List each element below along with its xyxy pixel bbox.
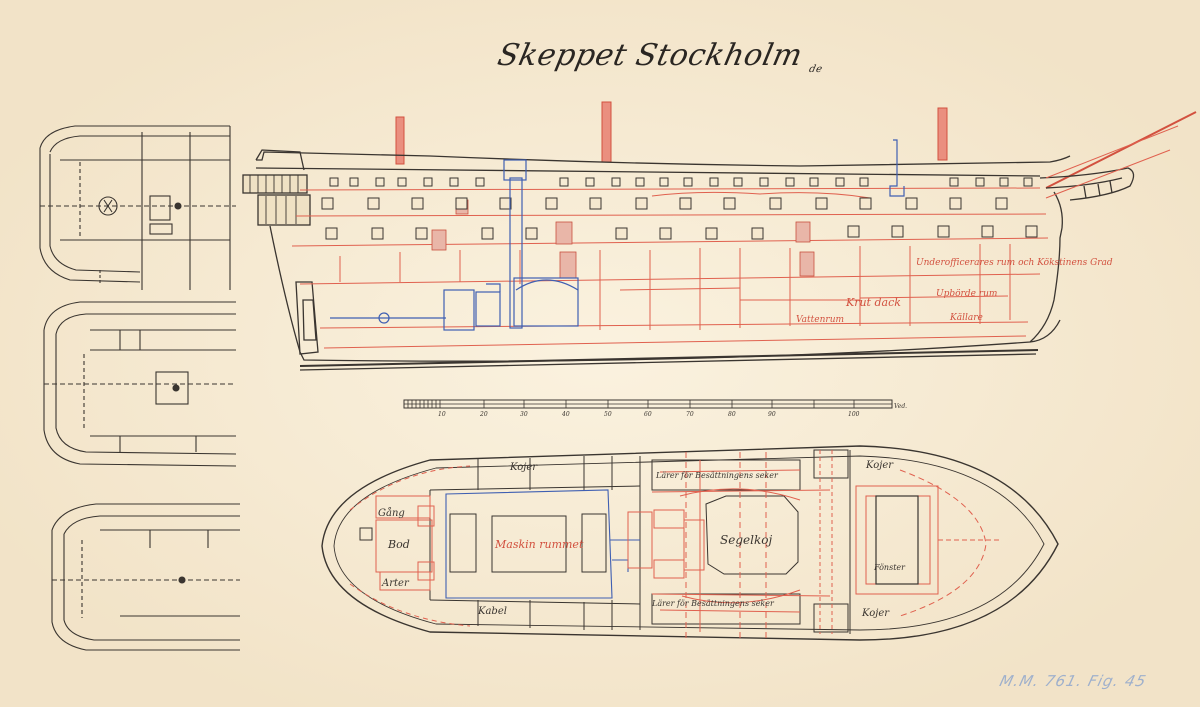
label-vattenrum: Vattenrum	[796, 315, 844, 325]
scale-tick: 100	[848, 411, 860, 418]
bowsprit	[1045, 111, 1197, 189]
label-arter: Arter	[381, 578, 410, 589]
deck-outline	[321, 445, 1059, 641]
scale-unit: Ved.	[894, 403, 907, 410]
deck-labels: Maskin rummet Segelkoj Bod Gång Arter Ko…	[378, 460, 906, 619]
mizzen-mast	[395, 116, 405, 165]
gunports-upper	[329, 177, 1033, 187]
steam-machinery-blue	[330, 139, 905, 331]
body-section-bow	[51, 503, 240, 651]
label-krut-dack: Krut dack	[845, 296, 901, 309]
elevation-labels: Underofficerares rum och Kökstinens Grad…	[796, 258, 1113, 325]
label-kojer-right-top: Kojer	[865, 460, 894, 471]
label-gang-top: Gång	[378, 507, 405, 519]
scale-tick: 10	[438, 411, 446, 418]
label-officerare: Underofficerares rum och Kökstinens Grad	[916, 258, 1113, 268]
label-kallare: Källare	[949, 313, 983, 323]
label-kojer-top: Kojer	[509, 462, 538, 473]
archive-stamp: M.M. 761. Fig. 45	[997, 672, 1149, 690]
forward-cabin	[875, 495, 919, 585]
ladders	[431, 199, 815, 279]
boiler	[513, 277, 579, 327]
scale-tick: 70	[686, 411, 694, 418]
scale-tick: 80	[728, 411, 736, 418]
side-elevation: Underofficerares rum och Kökstinens Grad…	[242, 101, 1197, 371]
scale-bar: 10 20 30 40 50 60 70 80 90 100 Ved.	[403, 399, 907, 418]
scale-tick: 60	[644, 411, 652, 418]
masts	[395, 101, 1197, 189]
label-kabel: Kabel	[477, 606, 507, 617]
scale-tick: 50	[604, 411, 612, 418]
scale-tick: 30	[520, 411, 528, 418]
deck-structure-red-plan	[349, 450, 1000, 640]
label-bod: Bod	[387, 538, 410, 551]
label-uppborde-rum: Upbörde rum	[936, 289, 997, 299]
body-section-mid	[43, 301, 237, 467]
fore-mast	[937, 107, 948, 161]
label-kojer-right-bottom: Kojer	[861, 608, 890, 619]
label-fonster: Fönster	[873, 563, 906, 572]
deck-structure-red	[291, 125, 1179, 349]
label-store-room-top: Lärer för Besättningens seker	[655, 471, 779, 480]
body-sections	[39, 125, 240, 651]
funnel	[509, 177, 523, 329]
label-store-room-bottom: Lärer för Besättningens seker	[651, 599, 775, 608]
hull-outline	[242, 149, 1135, 371]
label-segelkoj: Segelkoj	[720, 533, 772, 547]
gunports-lower	[325, 225, 1038, 240]
deck-plan: Maskin rummet Segelkoj Bod Gång Arter Ko…	[321, 445, 1059, 641]
scale-tick: 40	[561, 411, 570, 418]
body-section-stern	[39, 125, 236, 290]
funnel-top	[503, 159, 527, 181]
gunports-middle	[321, 197, 1008, 210]
main-mast	[601, 101, 612, 163]
scale-tick: 90	[768, 411, 776, 418]
label-maskin-rummet: Maskin rummet	[494, 538, 584, 551]
scale-tick: 20	[479, 411, 488, 418]
engine-block	[443, 289, 475, 331]
deck-compartments	[359, 449, 851, 634]
